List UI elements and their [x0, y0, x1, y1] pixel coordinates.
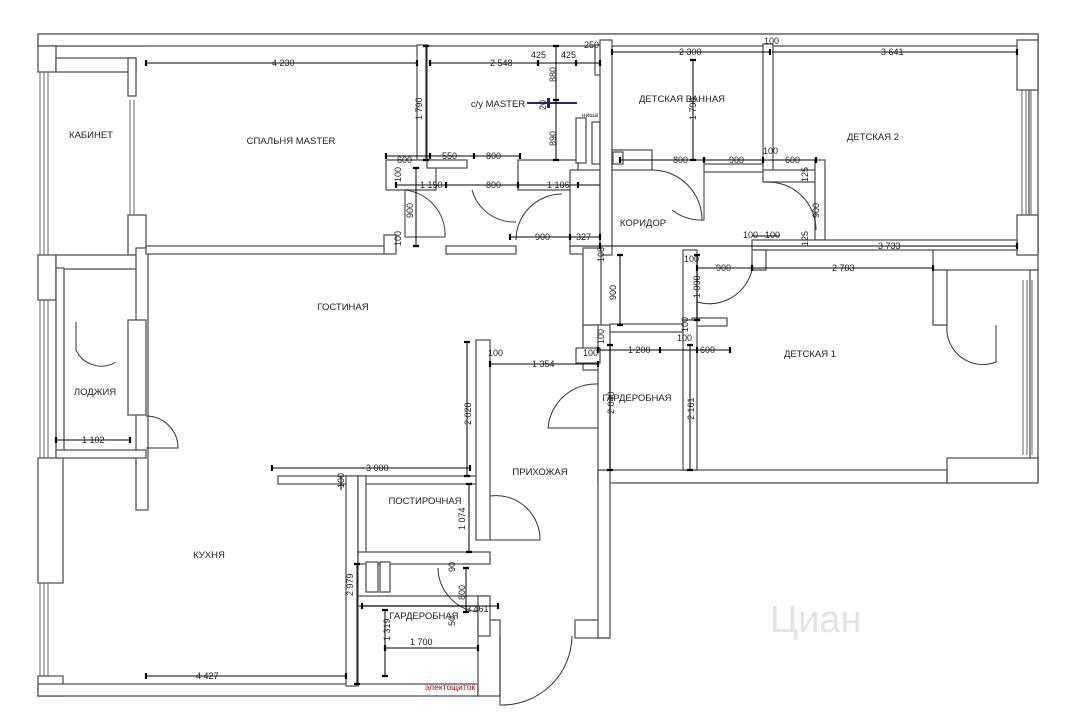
- dim-label: 880: [548, 67, 558, 82]
- room-detskaya-1: ДЕТСКАЯ 1: [784, 349, 836, 360]
- dim-label: 900: [608, 285, 618, 300]
- dim-label: 125: [800, 231, 810, 246]
- dim-label: 100: [488, 348, 503, 358]
- dim-label: 1 790: [688, 97, 698, 120]
- dim-label: 2 300: [679, 47, 702, 57]
- dim-label: 2 979: [345, 573, 355, 596]
- dimension-labels: 4 230 2 548 425 425 250 2 300 100 3 641 …: [82, 36, 904, 681]
- dimension-ticks: [54, 44, 1019, 686]
- dim-label: 50: [447, 616, 457, 626]
- label-electro-panel: электощиток: [425, 682, 475, 692]
- room-garderobnaya-1: ГАРДЕРОБНАЯ: [602, 393, 671, 404]
- room-kuhnya: КУХНЯ: [193, 550, 225, 561]
- dim-label: 125: [800, 167, 810, 182]
- dim-label: 800: [673, 155, 688, 165]
- dim-label: 20: [538, 100, 548, 110]
- room-labels: КАБИНЕТ СПАЛЬНЯ MASTER с/у MASTER ниша Д…: [69, 94, 899, 692]
- dim-label: 1 106: [547, 180, 570, 190]
- room-koridor: КОРИДОР: [620, 218, 666, 229]
- dim-label: 108: [596, 247, 606, 262]
- dim-label: 2 703: [832, 263, 855, 273]
- dim-label: 800: [457, 585, 467, 600]
- dim-label: 100: [393, 167, 403, 182]
- dim-label: 890: [548, 131, 558, 146]
- room-su-master: с/у MASTER: [471, 99, 526, 110]
- dim-label: 800: [486, 151, 501, 161]
- dim-label: 2 161: [686, 397, 696, 420]
- room-garderobnaya-2: ГАРДЕРОБНАЯ: [389, 611, 458, 622]
- dim-label: 250: [584, 40, 599, 50]
- room-detskaya-vannaya: ДЕТСКАЯ ВАННАЯ: [639, 94, 725, 105]
- dim-label: 900: [811, 203, 821, 218]
- room-detskaya-2: ДЕТСКАЯ 2: [847, 132, 899, 143]
- dim-label: 1 200: [628, 345, 651, 355]
- dim-label: 1 354: [532, 359, 555, 369]
- dim-label: 3 461: [466, 604, 489, 614]
- room-spalnya-master: СПАЛЬНЯ MASTER: [247, 136, 336, 147]
- dim-label: 90: [447, 562, 457, 572]
- dim-label: 1 090: [692, 275, 702, 298]
- dim-label: 100: [765, 230, 780, 240]
- walls: [37, 33, 1039, 697]
- windows: [39, 72, 1033, 676]
- room-kabinet: КАБИНЕТ: [69, 130, 113, 141]
- dim-label: 100: [393, 231, 403, 246]
- dim-label: 3 000: [366, 463, 389, 473]
- dim-label: 900: [716, 263, 731, 273]
- dim-label: 2 548: [490, 58, 513, 68]
- dim-label: 2 040: [606, 391, 616, 414]
- room-postirochnaya: ПОСТИРОЧНАЯ: [388, 496, 461, 507]
- dimension-lines: [56, 46, 1017, 684]
- dim-label: 800: [486, 180, 501, 190]
- dim-label: 3 733: [878, 241, 901, 251]
- room-gostinaya: ГОСТИНАЯ: [317, 302, 368, 313]
- dim-label: 100: [763, 146, 778, 156]
- dim-label: 100: [596, 329, 606, 344]
- dim-label: 100: [684, 254, 699, 264]
- dim-label: 550: [442, 151, 457, 161]
- dim-label: 1 150: [420, 180, 443, 190]
- dim-label: 1 790: [414, 97, 424, 120]
- dim-label: 900: [535, 232, 550, 242]
- dim-label: 1 074: [457, 507, 467, 530]
- room-lodzhiya: ЛОДЖИЯ: [74, 387, 116, 398]
- label-nisha: ниша: [582, 112, 598, 119]
- dim-label: 100: [764, 36, 779, 46]
- dim-label: 100: [583, 348, 598, 358]
- su-fixtures: [527, 98, 577, 108]
- dim-label: 100: [677, 333, 692, 343]
- dim-label: 2 020: [463, 402, 473, 425]
- dim-label: 1 700: [410, 637, 433, 647]
- dim-label: 600: [700, 345, 715, 355]
- dim-label: 600: [397, 155, 412, 165]
- watermark: Циан: [770, 599, 861, 641]
- dim-label: 600: [785, 155, 800, 165]
- dim-label: 900: [729, 155, 744, 165]
- dim-label: 425: [531, 50, 546, 60]
- dim-label: 900: [405, 203, 415, 218]
- dim-label: 1 319: [382, 618, 392, 641]
- dim-label: 425: [561, 50, 576, 60]
- room-prihozhaya: ПРИХОЖАЯ: [512, 467, 567, 478]
- dim-label: 4 427: [196, 671, 219, 681]
- dim-label: 3 641: [881, 47, 904, 57]
- dim-label: 100: [743, 230, 758, 240]
- dim-label: 100: [680, 317, 690, 332]
- dim-label: 1 102: [82, 435, 105, 445]
- doors: [75, 169, 997, 706]
- dim-label: 100: [336, 473, 346, 488]
- dim-label: 4 230: [272, 58, 295, 68]
- dim-label: 327: [576, 232, 591, 242]
